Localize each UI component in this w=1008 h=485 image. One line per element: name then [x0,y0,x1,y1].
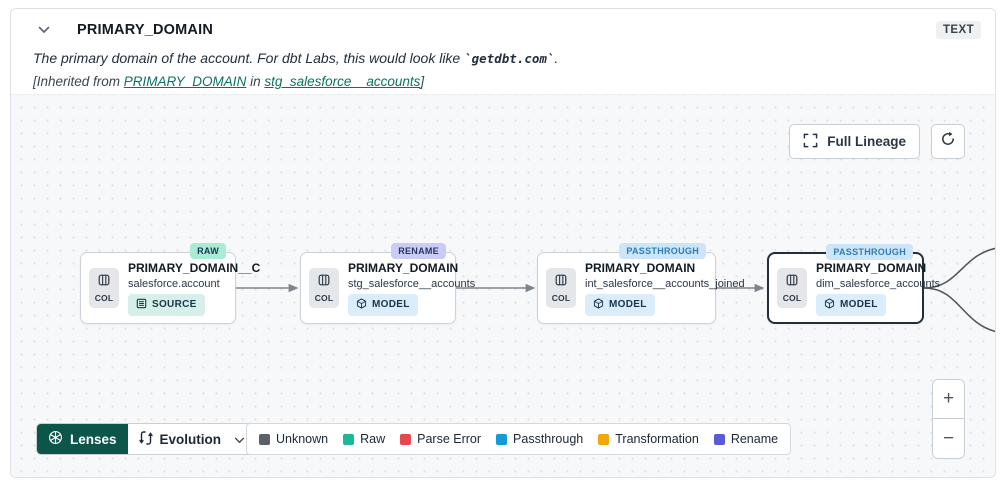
full-lineage-label: Full Lineage [827,134,906,149]
inherited-column-link[interactable]: PRIMARY_DOMAIN [123,74,247,89]
legend-swatch [343,433,355,445]
lineage-node-staging[interactable]: RENAME COL PRIMARY_DOMAIN stg_salesforce… [300,243,475,324]
lenses-button[interactable]: Lenses [37,424,128,454]
column-chip: COL [309,268,339,308]
refresh-icon [940,131,956,152]
resource-badge: MODEL [348,293,418,316]
lens-selected-label: Evolution [159,431,222,447]
evolution-legend: Unknown Raw Parse Error Passthrough Tran… [246,423,792,455]
model-cube-icon [356,297,367,312]
chevron-down-icon [38,21,50,39]
legend-item-unknown: Unknown [259,432,328,446]
full-lineage-button[interactable]: Full Lineage [789,124,920,159]
columns-icon [555,273,567,291]
column-type-badge: TEXT [936,21,981,39]
inherited-model-link[interactable]: stg_salesforce__accounts [264,74,421,89]
node-column-name: PRIMARY_DOMAIN__C [128,260,261,275]
columns-icon [786,273,798,291]
resource-badge: MODEL [585,293,655,316]
column-description: The primary domain of the account. For d… [33,50,559,66]
lenses-label: Lenses [70,431,117,447]
legend-swatch [713,433,725,445]
evolution-badge: RAW [190,243,226,259]
columns-icon [98,273,110,291]
column-chip: COL [777,268,807,308]
legend-swatch [400,433,412,445]
inherited-from-note: [Inherited from PRIMARY_DOMAIN in stg_sa… [33,74,425,89]
legend-swatch [496,433,508,445]
resource-badge: MODEL [816,293,886,316]
node-column-name: PRIMARY_DOMAIN [348,260,459,275]
column-chip: COL [89,268,119,308]
chevron-down-icon [234,432,245,447]
column-chip-label: COL [551,293,571,303]
collapse-toggle[interactable] [33,19,55,41]
lens-dropdown[interactable]: Evolution [128,424,256,454]
inline-code: `getdbt.com` [464,51,555,66]
columns-icon [318,273,330,291]
zoom-out-button[interactable]: − [933,419,964,458]
column-header: PRIMARY_DOMAIN TEXT The primary domain o… [11,9,995,101]
expand-icon [803,133,818,151]
lenses-control: Lenses Evolution [36,423,258,455]
column-lineage-panel: PRIMARY_DOMAIN TEXT The primary domain o… [10,8,996,478]
legend-swatch [259,433,270,445]
legend-item-transformation: Transformation [598,432,699,446]
legend-item-rename: Rename [713,432,778,446]
zoom-controls: + − [932,379,965,459]
node-column-name: PRIMARY_DOMAIN [816,260,927,275]
lineage-node-intermediate[interactable]: PASSTHROUGH COL PRIMARY_DOMAIN int_sales… [537,243,745,324]
column-chip-label: COL [782,293,802,303]
column-chip-label: COL [314,293,334,303]
lineage-node-source[interactable]: RAW COL PRIMARY_DOMAIN__C salesforce.acc… [80,243,260,324]
legend-item-raw: Raw [343,432,385,446]
zoom-in-button[interactable]: + [933,380,964,419]
resource-badge: SOURCE [128,293,205,316]
model-cube-icon [824,297,835,312]
source-icon [136,298,147,312]
lineage-canvas[interactable]: RAW COL PRIMARY_DOMAIN__C salesforce.acc… [11,94,995,477]
legend-item-parse-error: Parse Error [400,432,481,446]
evolution-badge: PASSTHROUGH [619,243,706,259]
evolution-badge: RENAME [391,243,446,259]
node-model-name: stg_salesforce__accounts [348,277,476,290]
node-model-name: dim_salesforce_accounts [816,277,941,290]
node-model-name: int_salesforce__accounts_joined [585,277,745,290]
node-model-name: salesforce.account [128,277,220,290]
column-chip: COL [546,268,576,308]
refresh-button[interactable] [931,124,965,159]
node-column-name: PRIMARY_DOMAIN [585,260,696,275]
evolution-route-icon [138,430,153,449]
evolution-badge: PASSTHROUGH [826,244,913,260]
lens-aperture-icon [48,430,63,448]
column-title: PRIMARY_DOMAIN [77,22,213,38]
model-cube-icon [593,297,604,312]
column-chip-label: COL [94,293,114,303]
lineage-node-dim-selected[interactable]: PASSTHROUGH COL PRIMARY_DOMAIN dim_sales… [767,244,940,324]
legend-swatch [598,433,610,445]
legend-item-passthrough: Passthrough [496,432,583,446]
